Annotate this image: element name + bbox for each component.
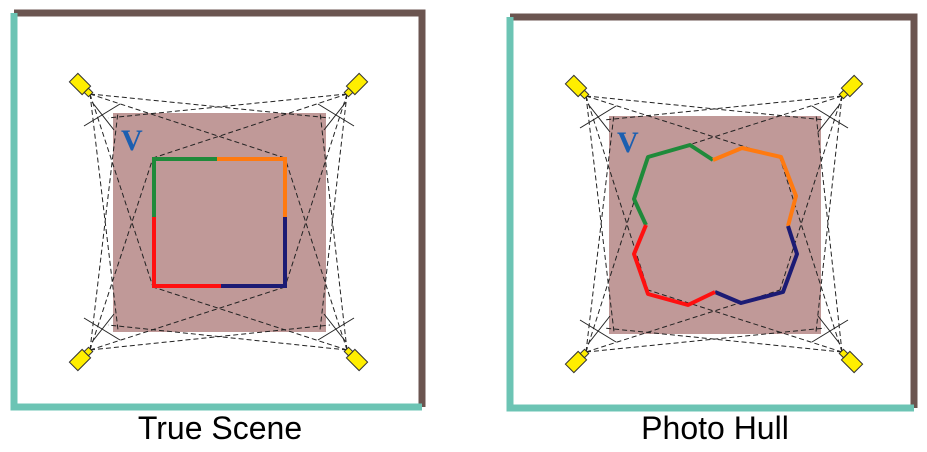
camera-icon (564, 74, 590, 100)
ray-crosses (579, 103, 849, 345)
hull-segment-navy (714, 225, 799, 305)
camera-icon (838, 348, 864, 374)
camera-icon (564, 348, 590, 374)
room-wall-dark (14, 9, 426, 407)
camera-icon (838, 74, 864, 100)
object-side-red (152, 217, 221, 288)
camera-icon (343, 346, 369, 372)
visibility-rays (89, 93, 348, 351)
caption-photo-hull: Photo Hull (641, 410, 789, 446)
true-object (152, 157, 287, 288)
ray-crosses (83, 101, 355, 343)
camera-icon (68, 346, 94, 372)
object-side-orange (217, 157, 287, 221)
volume-label: V (121, 124, 143, 157)
object-side-navy (217, 217, 287, 288)
hull-segment-green (632, 143, 715, 226)
object-side-green (152, 157, 221, 221)
panel-photo-hull: V (506, 13, 918, 412)
room-wall-teal (10, 13, 422, 411)
caption-true-scene: True Scene (137, 410, 303, 446)
room-wall-teal (506, 17, 914, 412)
panel-true-scene: V (10, 9, 426, 411)
hull-segment-red (632, 224, 716, 307)
room-wall-dark (510, 13, 918, 408)
camera-icon (68, 72, 94, 98)
hull-segment-orange (712, 146, 798, 227)
photo-hull (632, 143, 799, 307)
camera-icon (343, 72, 369, 98)
volume-label: V (617, 126, 639, 159)
volume-region (113, 113, 326, 332)
